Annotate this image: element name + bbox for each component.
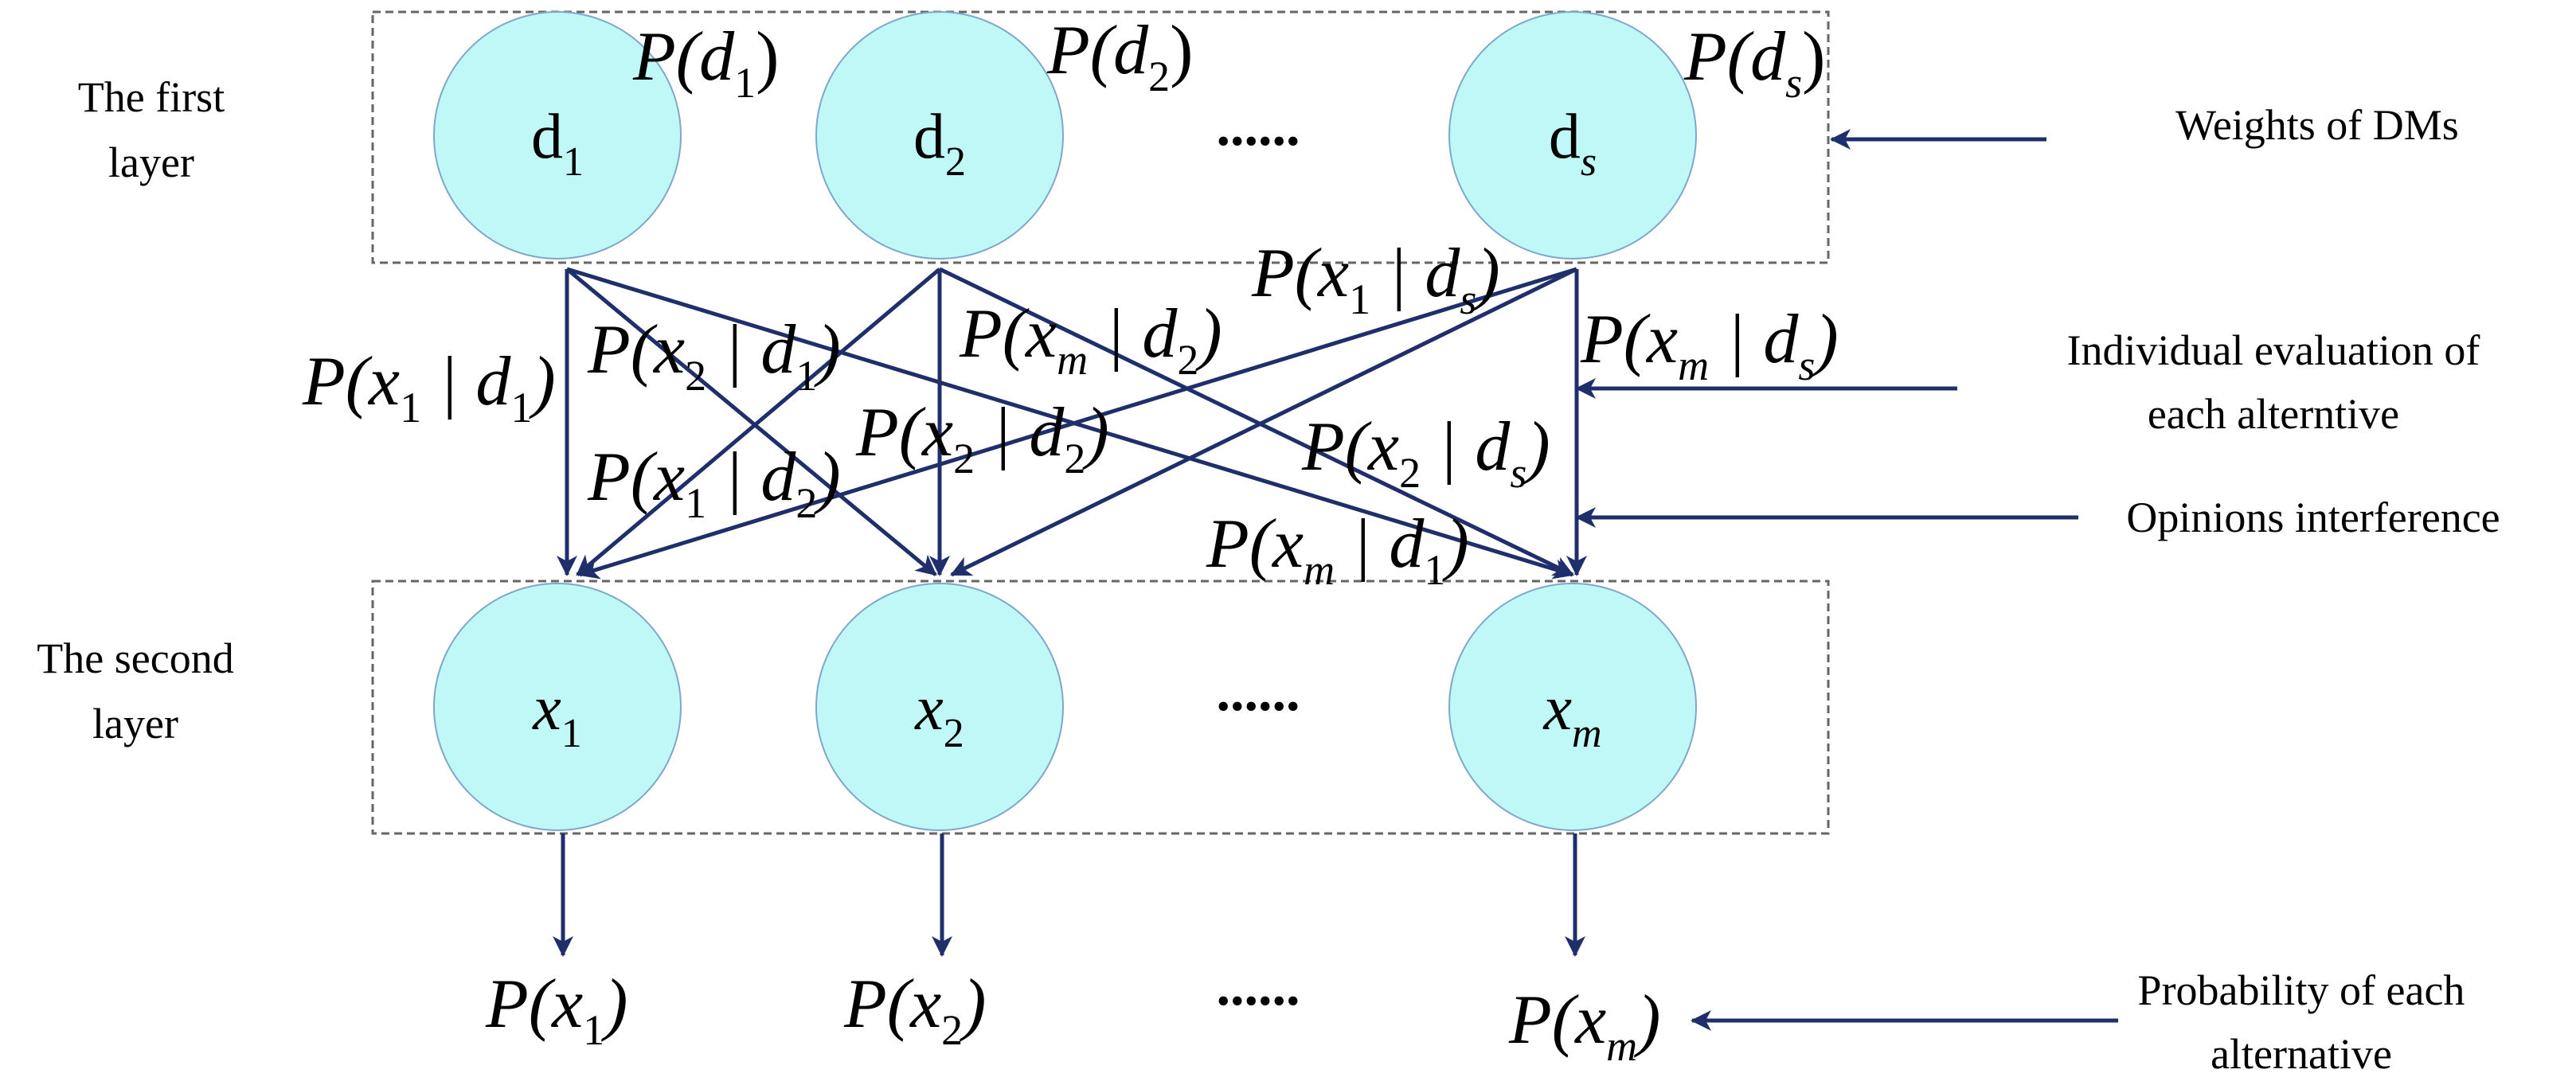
node-d1-label: d1 xyxy=(531,102,584,185)
cond-label-x2-d2: P(x2 | d2) xyxy=(855,394,1109,482)
ellipsis-top: ...... xyxy=(1217,96,1300,158)
weight-label-ds: P(ds) xyxy=(1683,18,1825,107)
annotation-individual: Individual evaluation of each alterntive xyxy=(2067,326,2480,438)
node-x2-label: x2 xyxy=(914,673,964,756)
node-ds: ds xyxy=(1448,11,1697,260)
annotation-interference: Opinions interference xyxy=(2126,494,2500,541)
svg-text:Probability of each: Probability of each xyxy=(2138,966,2465,1014)
cond-label-x2-d1: P(x2 | d1) xyxy=(587,311,841,400)
node-xm-circle xyxy=(1448,583,1697,831)
edge-group xyxy=(557,267,1587,580)
edge-ds-x2 xyxy=(950,267,1578,577)
svg-text:layer: layer xyxy=(108,139,194,186)
output-label-x1: P(x1) xyxy=(485,966,627,1054)
svg-text:The second: The second xyxy=(37,634,233,682)
first-layer-box xyxy=(371,10,1830,264)
annotation-probability: Probability of each alternative xyxy=(2138,966,2465,1078)
node-ds-circle xyxy=(1448,11,1697,260)
svg-text:The first: The first xyxy=(78,73,225,121)
cond-label-x2-ds: P(x2 | ds) xyxy=(1301,408,1550,497)
cond-label-xm-ds: P(xm | ds) xyxy=(1580,301,1839,389)
svg-text:layer: layer xyxy=(92,700,178,747)
ellipsis-output: ...... xyxy=(1217,956,1300,1017)
svg-text:Individual evaluation of: Individual evaluation of xyxy=(2067,326,2480,374)
edge-d2-x1 xyxy=(576,267,941,576)
ellipsis-bottom: ...... xyxy=(1217,662,1300,723)
weight-label-d2: P(d2) xyxy=(1046,12,1193,100)
node-d1: d1 xyxy=(433,11,682,260)
node-x2: x2 xyxy=(815,583,1064,831)
node-d2: d2 xyxy=(815,11,1064,260)
node-d2-label: d2 xyxy=(913,102,966,185)
edge-d2-xm xyxy=(938,267,1574,577)
cond-label-x1-ds: P(x1 | ds) xyxy=(1251,235,1500,323)
node-xm-label: xm xyxy=(1542,673,1601,756)
svg-text:alternative: alternative xyxy=(2211,1030,2392,1078)
edge-d1-xm xyxy=(566,267,1574,580)
second-layer-label: The second layer xyxy=(37,634,233,747)
cond-label-x1-d1: P(x1 | d1) xyxy=(302,343,556,431)
node-d1-circle xyxy=(433,11,682,260)
edge-d1-x2 xyxy=(565,267,937,576)
output-label-xm: P(xm) xyxy=(1508,982,1660,1070)
cond-label-x1-d2: P(x1 | d2) xyxy=(587,439,841,527)
output-label-x2: P(x2) xyxy=(843,966,986,1054)
first-layer-label: The first layer xyxy=(78,73,225,186)
node-d2-circle xyxy=(815,11,1064,260)
node-x1-label: x1 xyxy=(532,673,582,756)
cond-label-xm-d2: P(xm | d2) xyxy=(959,295,1222,384)
annotation-weights: Weights of DMs xyxy=(2175,101,2459,149)
node-xm: xm xyxy=(1448,583,1697,831)
weight-label-d1: P(d1) xyxy=(632,18,779,107)
output-arrow-group xyxy=(553,833,1585,957)
cond-label-xm-d1: P(xm | d1) xyxy=(1206,505,1469,594)
edge-ds-x1 xyxy=(578,267,1577,580)
node-ds-label: ds xyxy=(1549,102,1597,185)
node-x2-circle xyxy=(815,583,1064,831)
second-layer-box xyxy=(371,580,1830,835)
node-x1: x1 xyxy=(433,583,682,831)
annotation-arrow-group xyxy=(1575,129,2118,1031)
svg-text:each alterntive: each alterntive xyxy=(2148,390,2399,438)
node-x1-circle xyxy=(433,583,682,831)
